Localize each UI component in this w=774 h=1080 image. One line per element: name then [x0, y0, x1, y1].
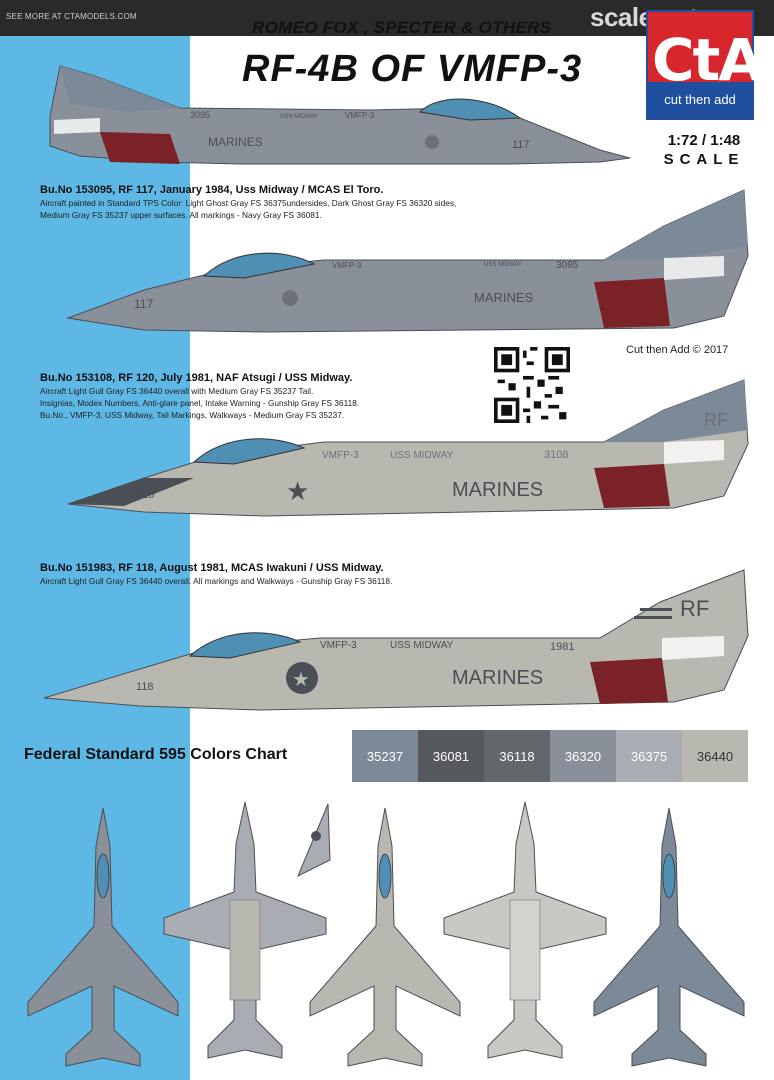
swatch-35237: 35237	[352, 730, 418, 782]
scheme-1-description: Bu.No 153095, RF 117, January 1984, Uss …	[40, 184, 640, 221]
aircraft-1-modex: 117	[512, 139, 530, 151]
scheme-3-line-1: Aircraft Light Gull Gray FS 36440 overal…	[40, 576, 393, 586]
aircraft-3-serial: 3108	[544, 449, 568, 461]
aircraft-2-unit: VMFP-3	[332, 261, 362, 270]
aircraft-profile-2: VMFP-3 USS MIDWAY 3095 MARINES 117	[66, 189, 749, 333]
aircraft-4-service: MARINES	[452, 667, 543, 689]
swatch-36118: 36118	[484, 730, 550, 782]
scheme-1-title: Bu.No 153095, RF 117, January 1984, Uss …	[40, 184, 384, 196]
scheme-3-title: Bu.No 151983, RF 118, August 1981, MCAS …	[40, 562, 384, 574]
planview-2-bottom	[443, 801, 607, 1059]
scheme-1-line-2: Medium Gray FS 35237 upper surfaces. All…	[40, 210, 322, 220]
planview-tail-detail	[297, 803, 331, 878]
swatch-36375: 36375	[616, 730, 682, 782]
planview-2-top	[309, 807, 461, 1067]
aircraft-2-serial: 3095	[556, 260, 579, 271]
aircraft-1-serial: 3095	[190, 110, 210, 120]
aircraft-4-star-icon: ★	[292, 667, 310, 691]
scheme-2-description: Bu.No 153108, RF 120, July 1981, NAF Ats…	[40, 372, 490, 421]
cta-logo: CtA cut then add	[646, 10, 763, 120]
aircraft-2-roundel	[282, 290, 298, 306]
scale-word: SCALE	[663, 151, 745, 168]
scheme-2-line-1: Aircraft Light Gull Gray FS 36440 overal…	[40, 386, 314, 396]
colors-chart-label: Federal Standard 595 Colors Chart	[24, 746, 288, 763]
aircraft-4-serial: 1981	[550, 641, 574, 653]
aircraft-4-unit: VMFP-3	[320, 640, 357, 651]
aircraft-3-tail-code: RF	[704, 410, 728, 430]
swatch-36440: 36440	[682, 730, 748, 782]
swatch-36081: 36081	[418, 730, 484, 782]
aircraft-profile-1: 3095 VMFP-3 USS MIDWAY MARINES 117	[49, 65, 631, 165]
page-subtitle: ROMEO FOX , SPECTER & OTHERS	[252, 18, 552, 37]
scheme-3-description: Bu.No 151983, RF 118, August 1981, MCAS …	[40, 562, 640, 587]
swatch-36320: 36320	[550, 730, 616, 782]
scalemates-watermark-a: scale	[590, 2, 653, 32]
aircraft-3-modex: 120	[136, 489, 154, 501]
aircraft-profile-4: VMFP-3 USS MIDWAY 1981 MARINES 118 RF ★	[43, 569, 749, 711]
qr-code[interactable]	[494, 347, 570, 423]
logo-red-field	[648, 12, 752, 82]
aircraft-3-star-icon: ★	[286, 477, 309, 507]
aircraft-3-ship: USS MIDWAY	[390, 450, 454, 461]
aircraft-1-unit: VMFP-3	[345, 111, 375, 120]
scale-ratio: 1:72 / 1:48	[667, 132, 741, 149]
planview-1-bottom	[163, 801, 327, 1059]
logo-blue-field	[648, 82, 752, 118]
aircraft-2-modex: 117	[134, 297, 153, 311]
scale-label: 1:72 / 1:48 SCALE	[662, 132, 746, 168]
aircraft-1-service: MARINES	[208, 135, 263, 149]
aircraft-4-tail-code: RF	[680, 596, 709, 621]
aircraft-3-service: MARINES	[452, 479, 543, 501]
copyright-text: Cut then Add © 2017	[626, 344, 729, 356]
logo-tagline: cut then add	[664, 92, 736, 107]
aircraft-1-ship: USS MIDWAY	[280, 114, 318, 120]
see-more-link[interactable]: SEE MORE AT CTAMODELS.COM	[6, 12, 137, 21]
scheme-2-line-3: Bu.No., VMFP-3, USS Midway, Tail Marking…	[40, 410, 345, 420]
scheme-2-line-2: Insignias, Modex Numbers, Anti-glare pan…	[40, 398, 360, 408]
aircraft-4-ship: USS MIDWAY	[390, 640, 454, 651]
planview-3-top	[593, 807, 745, 1067]
page-title: RF-4B OF VMFP-3	[242, 48, 583, 90]
aircraft-3-unit: VMFP-3	[322, 450, 359, 461]
aircraft-4-modex: 118	[136, 681, 154, 693]
scheme-1-line-1: Aircraft painted in Standard TPS Color: …	[40, 198, 457, 208]
aircraft-2-ship: USS MIDWAY	[484, 262, 522, 268]
aircraft-4-roundel	[286, 662, 318, 694]
scheme-2-title: Bu.No 153108, RF 120, July 1981, NAF Ats…	[40, 372, 353, 384]
aircraft-4-tail-stripe-2	[634, 616, 672, 619]
aircraft-4-tail-stripe-1	[640, 608, 672, 611]
aircraft-profile-3: VMFP-3 USS MIDWAY 3108 MARINES 120 RF ★	[67, 379, 749, 517]
aircraft-1-roundel	[425, 135, 439, 149]
aircraft-2-service: MARINES	[474, 290, 534, 305]
planview-1-top	[27, 807, 179, 1067]
